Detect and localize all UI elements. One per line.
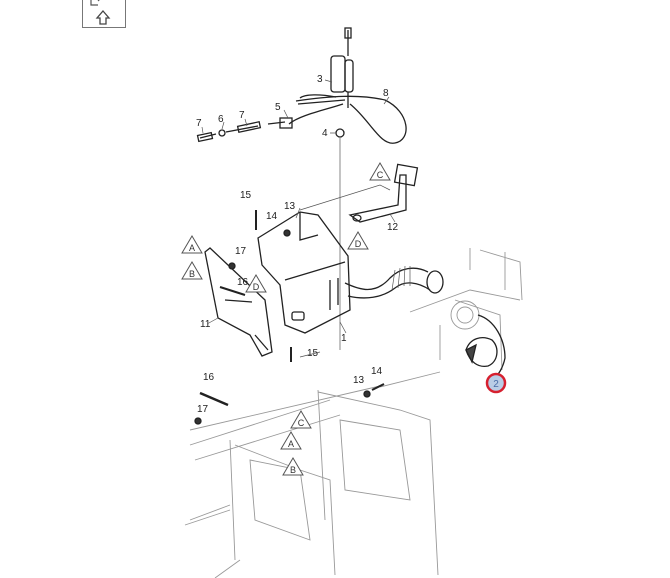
- reference-mark-a: A: [280, 431, 302, 450]
- cap-2: [465, 314, 506, 379]
- callout-7[interactable]: 7: [239, 110, 245, 121]
- svg-text:B: B: [290, 465, 296, 475]
- callout-17[interactable]: 17: [235, 246, 247, 257]
- callout-14[interactable]: 14: [371, 366, 383, 377]
- reference-mark-d: D: [245, 274, 267, 293]
- svg-text:C: C: [298, 418, 305, 428]
- callout-1[interactable]: 1: [341, 333, 347, 344]
- bracket-11: [204, 247, 273, 357]
- callout-17[interactable]: 17: [197, 404, 209, 415]
- hose-7-assembly: [196, 117, 293, 143]
- grommet-4: [335, 128, 345, 138]
- callout-15[interactable]: 15: [240, 190, 252, 201]
- callout-2-label: 2: [493, 379, 499, 390]
- reference-mark-c: C: [290, 410, 312, 429]
- chassis-frame: [184, 371, 441, 578]
- expand-view-icon: [90, 0, 100, 6]
- callout-11[interactable]: 11: [200, 319, 211, 330]
- svg-text:D: D: [253, 282, 260, 292]
- fasteners: [194, 210, 385, 425]
- callout-2-selected[interactable]: 2: [485, 372, 507, 394]
- svg-text:A: A: [288, 439, 294, 449]
- leader-lines: [201, 79, 396, 358]
- washer-pump: [330, 27, 354, 108]
- callout-12[interactable]: 12: [387, 222, 399, 233]
- reference-mark-b: B: [181, 261, 203, 280]
- svg-text:C: C: [377, 170, 384, 180]
- callout-5[interactable]: 5: [275, 102, 281, 113]
- callout-6[interactable]: 6: [218, 114, 224, 125]
- reference-mark-c: C: [369, 162, 391, 181]
- callouts: 3 8 5 7 6 7 4 15 14 13 12 17 16 11 1 15 …: [196, 74, 399, 415]
- reference-mark-d: D: [347, 231, 369, 250]
- callout-7[interactable]: 7: [196, 118, 202, 129]
- callout-8[interactable]: 8: [383, 88, 389, 99]
- callout-16[interactable]: 16: [237, 277, 249, 288]
- reference-mark-a: A: [181, 235, 203, 254]
- callout-14[interactable]: 14: [266, 211, 278, 222]
- bracket-12: [299, 163, 419, 223]
- scroll-up-button[interactable]: [95, 10, 111, 26]
- filler-neck-hose: [344, 265, 444, 299]
- expand-view-button[interactable]: [89, 0, 105, 9]
- callout-16[interactable]: 16: [203, 372, 215, 383]
- svg-text:A: A: [189, 243, 195, 253]
- arrow-up-icon: [95, 10, 111, 25]
- callout-3[interactable]: 3: [317, 74, 323, 85]
- reference-mark-b: B: [282, 457, 304, 476]
- svg-text:D: D: [355, 239, 362, 249]
- svg-text:B: B: [189, 269, 195, 279]
- callout-13[interactable]: 13: [284, 201, 296, 212]
- washer-reservoir: [257, 211, 351, 334]
- callout-4[interactable]: 4: [322, 128, 328, 139]
- diagram-toolbar: [82, 0, 126, 28]
- callout-13[interactable]: 13: [353, 375, 365, 386]
